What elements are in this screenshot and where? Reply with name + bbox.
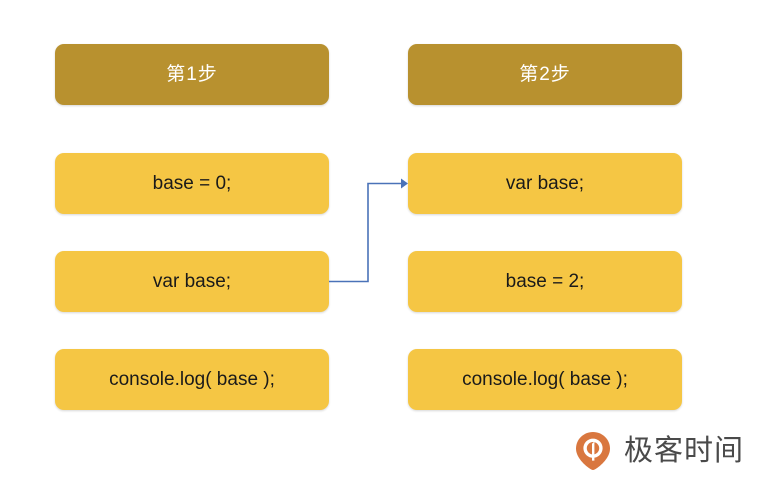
node-right-var-base-label: var base; [505,173,585,194]
node-left-console-log: console.log( base ); [55,349,329,410]
connector-arrowhead-icon [401,178,408,189]
node-right-base-assign-label: base = 2; [505,271,585,292]
node-left-base-assign: base = 0; [55,153,329,214]
pin-numeral-one [592,441,595,461]
geektime-pin-icon [576,432,610,470]
step1-header-box: 第1步 [55,44,329,105]
node-right-base-assign: base = 2; [408,251,682,312]
node-left-console-log-label: console.log( base ); [109,369,275,390]
node-right-var-base: var base; [408,153,682,214]
node-left-var-base-label: var base; [152,271,232,292]
connector-path [329,182,401,283]
node-left-var-base: var base; [55,251,329,312]
node-right-console-log-label: console.log( base ); [462,369,628,390]
step2-header-box: 第2步 [408,44,682,105]
node-left-base-assign-label: base = 0; [152,173,232,194]
geektime-logo: 极客时间 [572,430,744,472]
geektime-logo-text: 极客时间 [624,434,745,467]
step1-header-label: 第1步 [166,64,218,85]
node-right-console-log: console.log( base ); [408,349,682,410]
step2-header-label: 第2步 [519,64,571,85]
